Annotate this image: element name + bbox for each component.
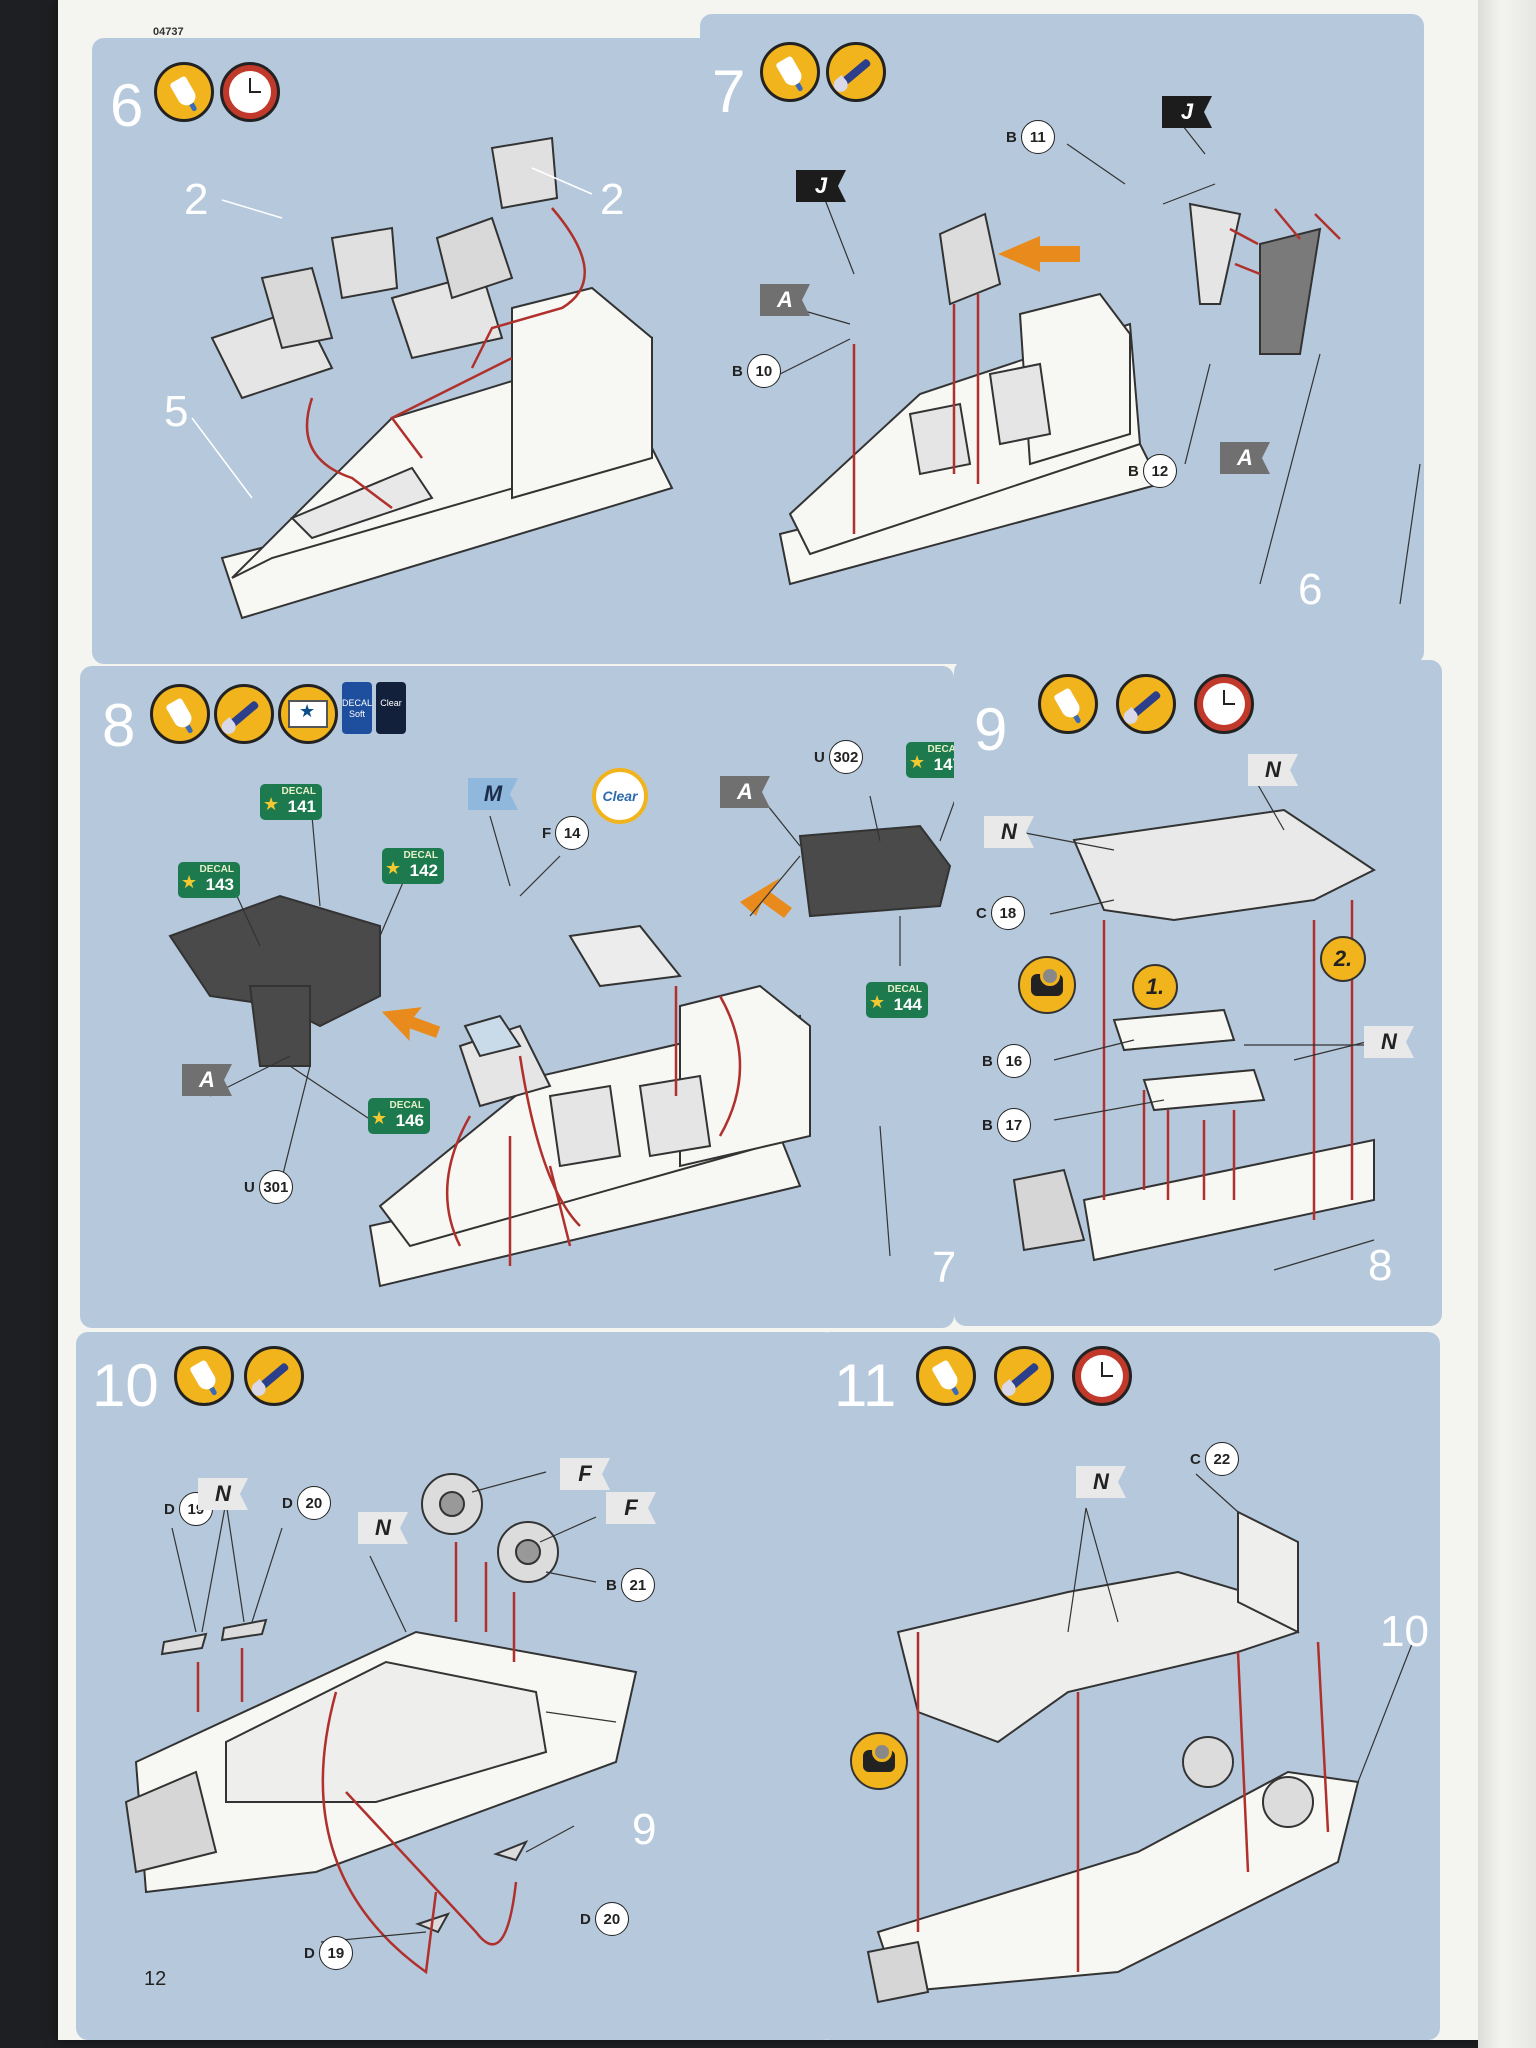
- part-label: 6: [1298, 565, 1323, 614]
- color-flag: N: [198, 1478, 248, 1510]
- brush-icon: [1116, 674, 1176, 734]
- floor-assembly-illustration: [1012, 777, 1376, 1271]
- document-code: 04737: [153, 26, 184, 38]
- cockpit-tub-illustration: [191, 136, 674, 620]
- brush-icon: [994, 1346, 1054, 1406]
- step-number: 9: [974, 696, 1008, 763]
- color-flag: A: [760, 284, 810, 316]
- instruction-page: 04737 6: [58, 0, 1478, 2040]
- glue-icon: [174, 1346, 234, 1406]
- step-10-panel: 10: [76, 1332, 836, 2040]
- fuselage-floor-illustration: [124, 1471, 638, 1975]
- page-number: 12: [144, 1968, 167, 1990]
- clear-icon: Clear: [592, 768, 648, 824]
- fuselage-top-illustration: [866, 1473, 1413, 2004]
- color-flag: N: [984, 816, 1034, 848]
- step-7-panel: 7: [700, 14, 1424, 664]
- part-label: 2: [600, 175, 625, 224]
- tape-icon: [1018, 956, 1076, 1014]
- step-number: 7: [712, 58, 746, 125]
- color-flag: J: [796, 170, 846, 202]
- step-number: 6: [110, 72, 144, 139]
- clock-icon: [220, 62, 280, 122]
- step-9-panel: 9: [954, 660, 1442, 1326]
- glue-icon: [1038, 674, 1098, 734]
- color-flag: F: [606, 1492, 656, 1524]
- color-flag: M: [468, 778, 518, 810]
- step-number: 8: [102, 692, 136, 759]
- tape-icon: [850, 1732, 908, 1790]
- decal-icon: [278, 684, 338, 744]
- color-flag: N: [1364, 1026, 1414, 1058]
- step-8-panel: 8 DECAL Soft Clear: [80, 666, 968, 1328]
- step-number: 11: [834, 1352, 897, 1419]
- part-label: 7: [932, 1243, 957, 1292]
- part-label: 9: [632, 1805, 657, 1854]
- color-flag: A: [720, 776, 770, 808]
- brush-icon: [244, 1346, 304, 1406]
- step-6-panel: 6: [92, 38, 728, 664]
- glue-icon: [760, 42, 820, 102]
- clock-icon: [1072, 1346, 1132, 1406]
- order-badge: 1.: [1132, 964, 1178, 1010]
- color-flag: F: [560, 1458, 610, 1490]
- color-flag: N: [358, 1512, 408, 1544]
- decal-soft-bottle: DECAL Soft: [342, 682, 372, 734]
- part-label: 10: [1380, 1607, 1429, 1656]
- color-flag: N: [1248, 754, 1298, 786]
- part-label: 2: [184, 175, 209, 224]
- step-number: 10: [92, 1352, 159, 1419]
- glue-icon: [150, 684, 210, 744]
- brush-icon: [826, 42, 886, 102]
- color-flag: J: [1162, 96, 1212, 128]
- part-label: 8: [1368, 1241, 1393, 1290]
- page-edge: [1478, 0, 1536, 2048]
- glue-icon: [916, 1346, 976, 1406]
- step-11-panel: 11: [818, 1332, 1440, 2040]
- cockpit-tub-illustration: [168, 795, 954, 1288]
- glue-icon: [154, 62, 214, 122]
- color-flag: N: [1076, 1466, 1126, 1498]
- color-flag: A: [1220, 442, 1270, 474]
- part-label: 5: [164, 387, 189, 436]
- order-badge: 2.: [1320, 936, 1366, 982]
- clear-bottle: Clear: [376, 682, 406, 734]
- clock-icon: [1194, 674, 1254, 734]
- color-flag: A: [182, 1064, 232, 1096]
- cockpit-tub-illustration: [778, 111, 1421, 605]
- brush-icon: [214, 684, 274, 744]
